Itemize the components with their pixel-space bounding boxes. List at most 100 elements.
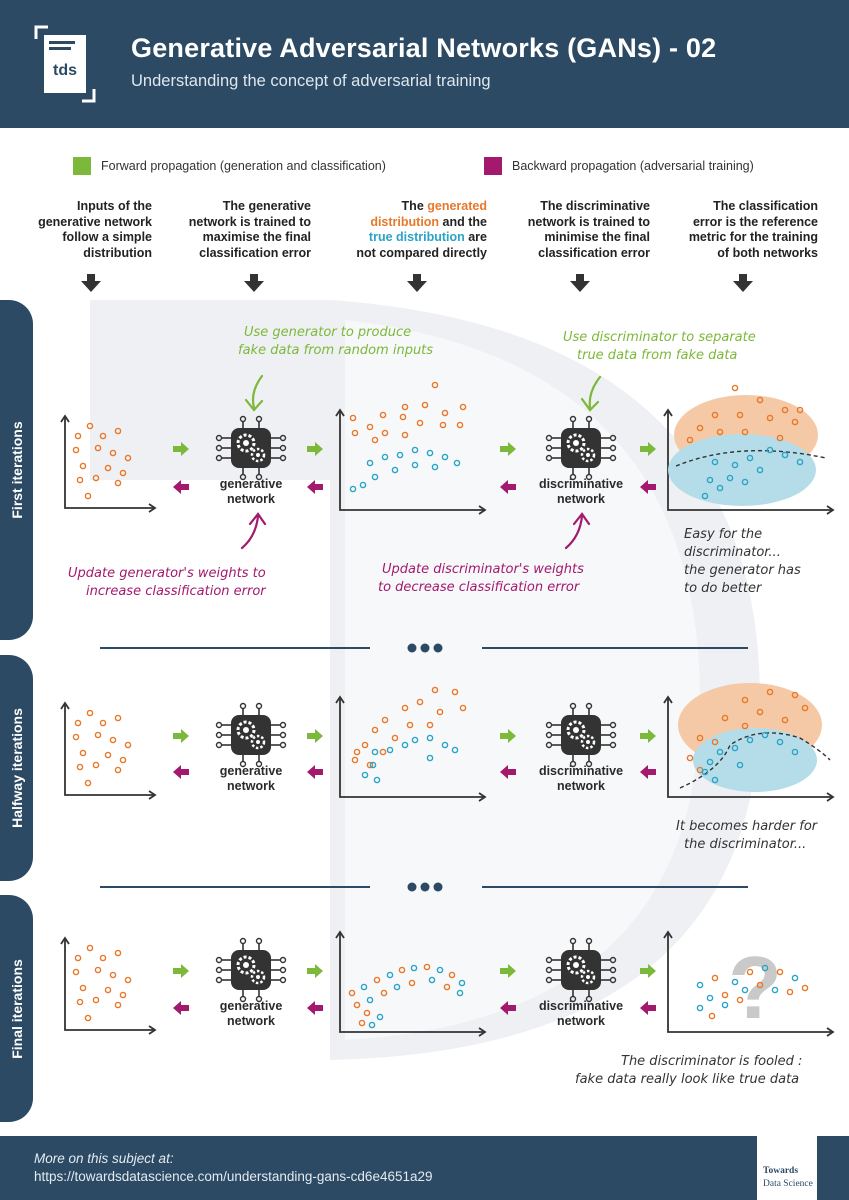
true-data-point [726, 474, 734, 482]
true-data-point [711, 458, 719, 466]
fake-data-point [114, 766, 122, 774]
fake-data-point [72, 968, 80, 976]
fake-data-point [408, 979, 416, 987]
fake-data-point [72, 446, 80, 454]
connector-node [215, 731, 223, 739]
fake-data-point [361, 741, 369, 749]
true-data-point [756, 466, 764, 474]
axis-arrow-icon [826, 792, 835, 802]
row-label-halfway: Halfway iterations [0, 655, 33, 881]
connector-node [215, 976, 223, 984]
fake-data-point [448, 971, 456, 979]
fake-data-point [109, 736, 117, 744]
fake-data-point [86, 944, 94, 952]
fake-data-point [74, 954, 82, 962]
fake-data-point [84, 779, 92, 787]
true-data-point [791, 974, 799, 982]
chart-axes [667, 697, 833, 798]
true-data-point [359, 481, 367, 489]
true-data-point [741, 478, 749, 486]
connector-node [215, 741, 223, 749]
connector-node [585, 702, 593, 710]
true-data-point [453, 459, 461, 467]
fake-data-point [781, 406, 789, 414]
connector-node [239, 937, 247, 945]
legend-forward-label: Forward propagation (generation and clas… [101, 159, 386, 173]
true-data-point [401, 741, 409, 749]
fake-data-point [426, 721, 434, 729]
true-data-point [716, 484, 724, 492]
gear-icon [580, 969, 596, 985]
connector-node [585, 937, 593, 945]
axis-arrow-icon [826, 505, 835, 515]
fake-data-point [711, 411, 719, 419]
discriminator-pointer-arrow [588, 375, 602, 410]
fake-data-point [416, 419, 424, 427]
fake-data-point [99, 954, 107, 962]
backward-arrow-icon [307, 1001, 323, 1015]
axis-arrow-icon [148, 503, 157, 513]
fake-data-point [741, 428, 749, 436]
axis-arrow-icon [148, 1025, 157, 1035]
true-data-point [366, 459, 374, 467]
axis-arrow-icon [663, 695, 673, 704]
brand-box: Towards Data Science [757, 1136, 817, 1200]
connector-node [545, 434, 553, 442]
fake-data-point [391, 734, 399, 742]
fake-data-point [379, 411, 387, 419]
connector-node [545, 454, 553, 462]
fake-data-point [423, 963, 431, 971]
fake-data-point [381, 716, 389, 724]
generator-update-arrow-head [248, 512, 267, 526]
fake-data-point [86, 422, 94, 430]
true-data-point [791, 748, 799, 756]
fake-data-point [696, 734, 704, 742]
connector-node [255, 995, 263, 1003]
footer-link[interactable]: https://towardsdatascience.com/understan… [34, 1169, 433, 1184]
true-data-point [731, 978, 739, 986]
true-data-point [410, 964, 418, 972]
row-label-first: First iterations [0, 300, 33, 640]
true-data-point [776, 738, 784, 746]
fake-data-point [351, 756, 359, 764]
true-data-point [436, 966, 444, 974]
connector-node [585, 473, 593, 481]
chart-axes [64, 416, 155, 509]
fake-data-point [711, 974, 719, 982]
ellipsis-dot [407, 882, 417, 892]
backward-arrow-icon [500, 1001, 516, 1015]
connector-node [255, 415, 263, 423]
fake-data-point [84, 1014, 92, 1022]
true-data-point [706, 476, 714, 484]
fake-data-point [756, 708, 764, 716]
connector-node [545, 741, 553, 749]
true-data-point [696, 1004, 704, 1012]
footer-banner [0, 1136, 849, 1200]
fake-data-point [696, 424, 704, 432]
forward-arrow-icon [640, 442, 656, 456]
true-data-point [761, 964, 769, 972]
true-data-point [349, 485, 357, 493]
true-data-point [706, 994, 714, 1002]
connector-node [609, 966, 617, 974]
connector-node [279, 741, 287, 749]
fake-data-point [736, 996, 744, 1004]
true-data-point [731, 461, 739, 469]
fake-data-point [379, 748, 387, 756]
connector-node [569, 995, 577, 1003]
fake-data-point [401, 431, 409, 439]
fake-data-point [406, 721, 414, 729]
fake-data-point [756, 981, 764, 989]
true-data-point [411, 736, 419, 744]
axis-arrow-icon [826, 1027, 835, 1037]
connector-node [215, 444, 223, 452]
fake-data-point [76, 763, 84, 771]
connector-node [279, 976, 287, 984]
fake-data-point [380, 989, 388, 997]
ellipsis-dot [420, 643, 430, 653]
fake-data-point [459, 403, 467, 411]
fake-data-point [436, 708, 444, 716]
fake-data-point [456, 421, 464, 429]
